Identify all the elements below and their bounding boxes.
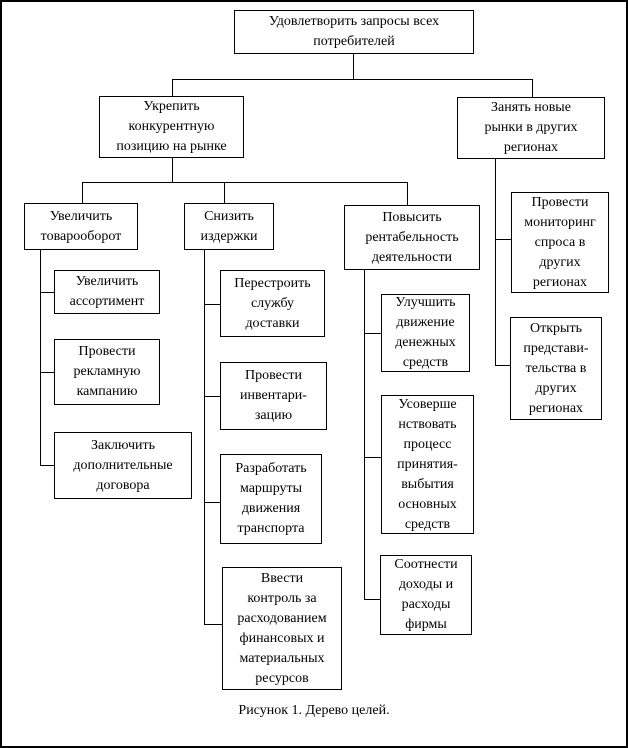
node-cut-costs: Снизить издержки — [184, 203, 274, 250]
connector-line — [364, 457, 381, 458]
connector-line — [40, 292, 54, 293]
connector-line — [532, 79, 533, 97]
connector-line — [40, 372, 54, 373]
node-ad-campaign: Провести рекламную кампанию — [54, 339, 160, 405]
node-expand-assortment: Увеличить ассортимент — [54, 270, 160, 314]
node-demand-monitoring: Провести мониторинг спроса в других реги… — [511, 192, 609, 293]
connector-line — [204, 624, 222, 625]
node-raise-profitability-label: Повысить рентабельность деятельности — [365, 209, 459, 265]
node-fixed-assets: Усоверше нствовать процесс принятия- выб… — [381, 395, 474, 534]
figure-caption: Рисунок 1. Дерево целей. — [238, 703, 390, 718]
connector-line — [495, 365, 510, 366]
connector-line — [82, 182, 83, 203]
connector-line — [204, 250, 205, 625]
connector-line — [224, 182, 225, 203]
node-open-offices-label: Открыть представи- тельства в других рег… — [523, 320, 589, 416]
node-cut-costs-label: Снизить издержки — [200, 208, 258, 244]
node-root: Удовлетворить запросы всех потребителей — [234, 10, 474, 54]
node-raise-profitability: Повысить рентабельность деятельности — [344, 205, 480, 270]
connector-line — [40, 465, 54, 466]
node-spending-control: Ввести контроль за расходованием финансо… — [222, 567, 342, 690]
node-ad-campaign-label: Провести рекламную кампанию — [73, 344, 141, 399]
connector-line — [204, 304, 220, 305]
node-transport-routes: Разработать маршруты движения транспорта — [220, 454, 322, 544]
connector-line — [364, 599, 380, 600]
node-cash-flow: Улучшить движение денежных средств — [381, 294, 470, 372]
node-fixed-assets-label: Усоверше нствовать процесс принятия- выб… — [397, 396, 458, 532]
connector-line — [172, 79, 173, 96]
node-extra-contracts-label: Заключить дополнительные договора — [73, 437, 173, 493]
connector-line — [495, 239, 511, 240]
node-new-markets-label: Занять новые рынки в других регионах — [484, 100, 578, 155]
connector-line — [364, 333, 381, 334]
node-expand-assortment-label: Увеличить ассортимент — [69, 274, 145, 309]
connector-line — [172, 158, 173, 182]
connector-line — [364, 270, 365, 600]
connector-line — [204, 502, 220, 503]
node-root-label: Удовлетворить запросы всех потребителей — [268, 14, 440, 49]
node-spending-control-label: Ввести контроль за расходованием финансо… — [237, 570, 327, 686]
node-cash-flow-label: Улучшить движение денежных средств — [395, 295, 456, 370]
node-income-expense-label: Соотнести доходы и расходы фирмы — [394, 557, 458, 632]
node-rebuild-delivery-label: Перестроить службу доставки — [234, 275, 311, 331]
node-demand-monitoring-label: Провести мониторинг спроса в других реги… — [524, 194, 596, 290]
connector-line — [172, 79, 533, 80]
connector-line — [204, 396, 220, 397]
node-open-offices: Открыть представи- тельства в других рег… — [510, 317, 602, 420]
node-income-expense: Соотнести доходы и расходы фирмы — [380, 555, 472, 635]
connector-line — [353, 54, 354, 79]
node-transport-routes-label: Разработать маршруты движения транспорта — [235, 461, 307, 536]
node-extra-contracts: Заключить дополнительные договора — [54, 432, 192, 499]
node-rebuild-delivery: Перестроить службу доставки — [220, 270, 325, 337]
node-inventory-check-label: Провести инвентари- зацию — [240, 368, 307, 423]
node-increase-turnover: Увеличить товарооборот — [24, 203, 138, 250]
connector-line — [82, 182, 408, 183]
node-strengthen-position: Укрепить конкурентную позицию на рынке — [99, 96, 244, 158]
node-new-markets: Занять новые рынки в других регионах — [457, 97, 605, 159]
connector-line — [40, 250, 41, 466]
connector-line — [407, 182, 408, 205]
connector-line — [495, 159, 496, 366]
node-increase-turnover-label: Увеличить товарооборот — [40, 208, 122, 244]
node-strengthen-position-label: Укрепить конкурентную позицию на рынке — [116, 99, 227, 154]
node-inventory-check: Провести инвентари- зацию — [220, 362, 327, 430]
